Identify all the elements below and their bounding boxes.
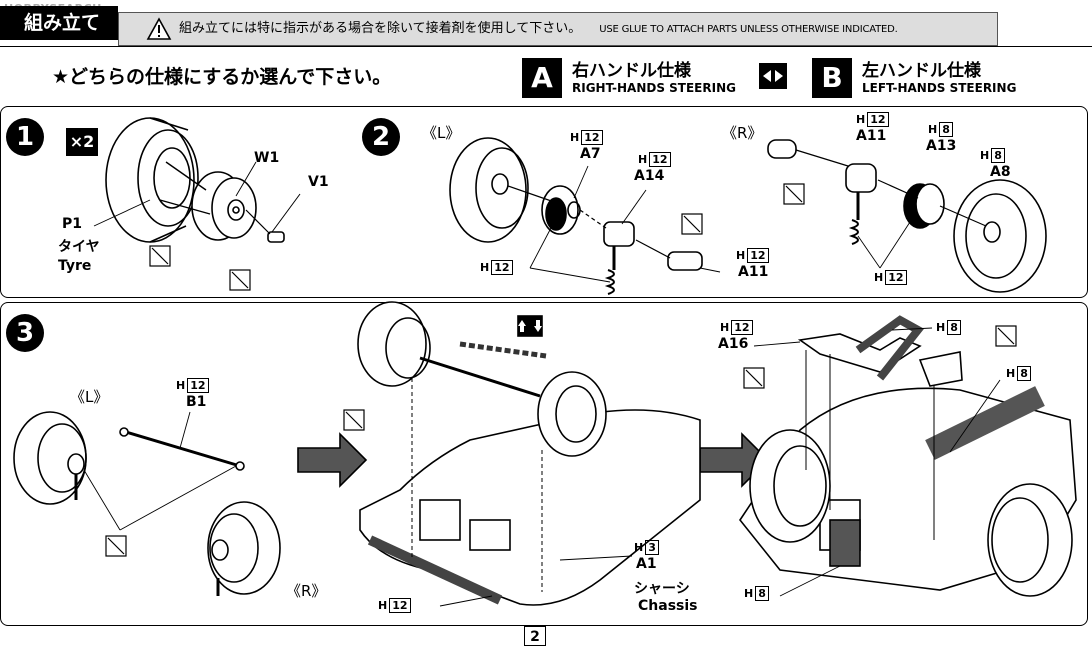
step-panel-1-2 bbox=[0, 106, 1088, 298]
label-b1: B1 bbox=[186, 394, 207, 410]
warning-en: USE GLUE TO ATTACH PARTS UNLESS OTHERWIS… bbox=[599, 24, 898, 35]
label-a16: A16 bbox=[718, 336, 749, 352]
step2-right-side: 《R》 bbox=[722, 124, 763, 142]
label-a11-left: A11 bbox=[738, 264, 769, 280]
label-a8: A8 bbox=[990, 164, 1011, 180]
step2-right-wheel-drawing bbox=[767, 139, 1047, 293]
label-a7: A7 bbox=[580, 146, 601, 162]
step3-left-side: 《L》 bbox=[70, 388, 109, 406]
label-a13: A13 bbox=[926, 138, 957, 154]
wheel-w1-drawing bbox=[191, 171, 257, 241]
label-a14: A14 bbox=[634, 168, 665, 184]
option-a-jp: 右ハンドル仕様 bbox=[572, 61, 691, 81]
quantity-x2-badge: ×2 bbox=[66, 128, 98, 156]
label-tyre-jp: タイヤ bbox=[58, 239, 100, 255]
option-b-badge: B bbox=[812, 58, 852, 98]
step3-final-chassis-drawing bbox=[739, 315, 1077, 597]
option-b-jp: 左ハンドル仕様 bbox=[862, 61, 981, 81]
page-number: 2 bbox=[524, 626, 546, 646]
glue-warning-bar: 組み立てには特に指示がある場合を除いて接着剤を使用して下さい。 USE GLUE … bbox=[118, 12, 998, 46]
choice-question: ★どちらの仕様にするか選んで下さい。 bbox=[52, 66, 392, 88]
warning-triangle-icon bbox=[146, 17, 172, 40]
section-title: 組み立て bbox=[24, 12, 101, 34]
step3-right-side: 《R》 bbox=[286, 582, 327, 600]
step2-left-wheel-drawing bbox=[449, 137, 703, 295]
label-p1: P1 bbox=[62, 216, 83, 232]
warning-jp: 組み立てには特に指示がある場合を除いて接着剤を使用して下さい。 bbox=[179, 21, 582, 36]
label-a11-right: A11 bbox=[856, 128, 887, 144]
label-tyre-en: Tyre bbox=[58, 258, 92, 274]
label-chassis-jp: シャーシ bbox=[634, 581, 690, 597]
label-v1: V1 bbox=[308, 174, 329, 190]
step-panel-3 bbox=[0, 302, 1088, 626]
step3-chassis-drawing bbox=[357, 301, 701, 606]
option-a-badge: A bbox=[522, 58, 562, 98]
option-b-en: LEFT-HANDS STEERING bbox=[862, 81, 1017, 95]
label-a1: A1 bbox=[636, 556, 657, 572]
tyre-p1-drawing bbox=[105, 117, 199, 243]
label-chassis-en: Chassis bbox=[638, 598, 698, 614]
step2-left-side: 《L》 bbox=[422, 124, 461, 142]
glue-icon-group bbox=[105, 183, 1017, 557]
step-3-number: 3 bbox=[6, 314, 44, 352]
axle-v1-drawing bbox=[267, 193, 301, 243]
step-2-number: 2 bbox=[362, 118, 400, 156]
step-1-number: 1 bbox=[6, 118, 44, 156]
header-divider bbox=[0, 46, 1092, 47]
step3-tie-rod-drawing bbox=[13, 411, 281, 596]
swap-arrows-icon bbox=[759, 63, 787, 89]
option-a-en: RIGHT-HANDS STEERING bbox=[572, 81, 736, 95]
section-title-tab: 組み立て bbox=[0, 6, 118, 40]
label-w1: W1 bbox=[254, 150, 280, 166]
